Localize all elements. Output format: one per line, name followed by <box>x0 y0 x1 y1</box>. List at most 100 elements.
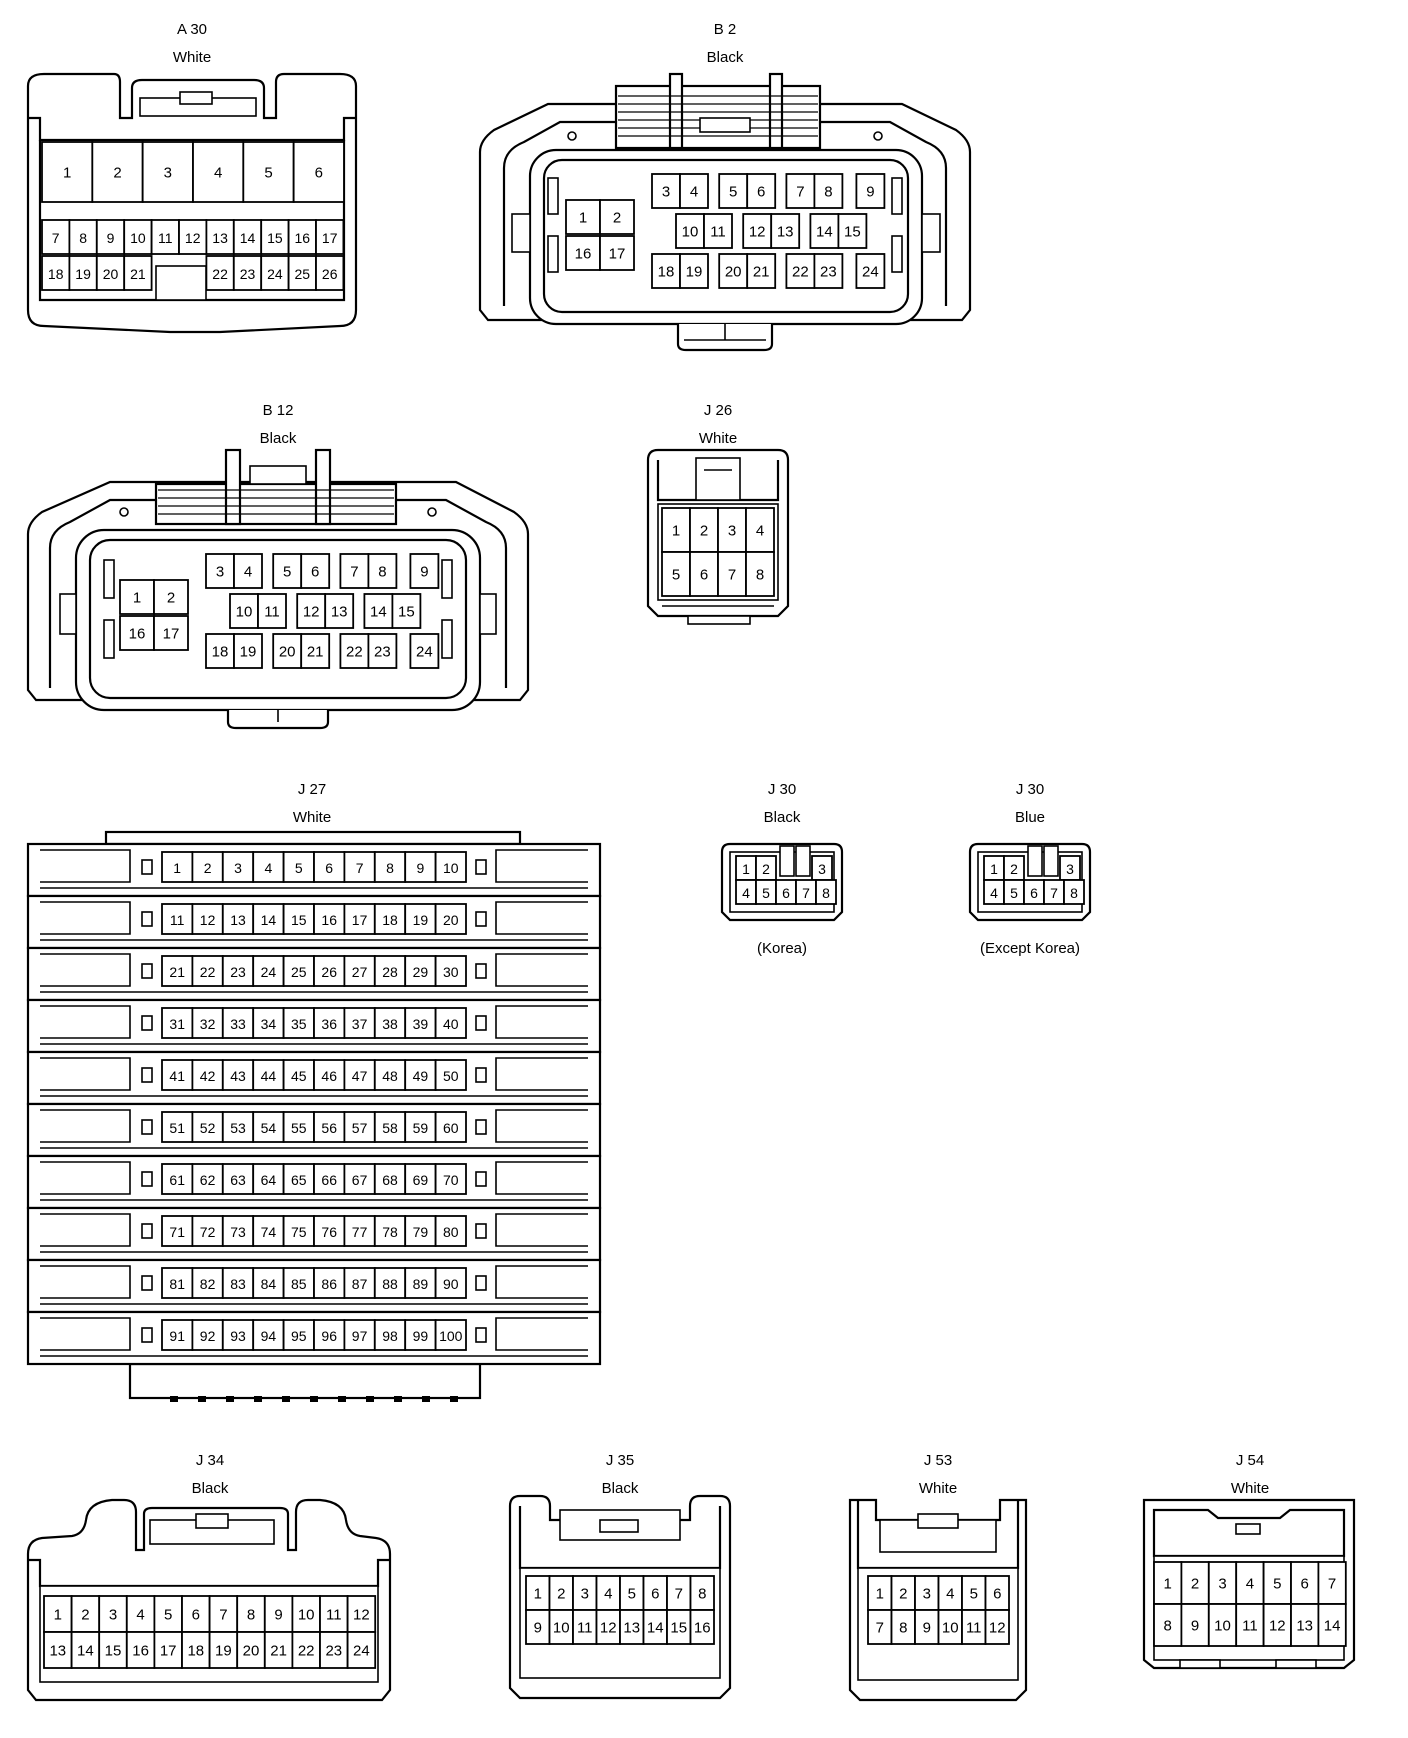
pin-label: 14 <box>77 1643 94 1660</box>
pin-label: 8 <box>386 860 394 876</box>
pin-label: 16 <box>129 626 146 643</box>
pin-cavity: 76 <box>313 1215 346 1247</box>
pin-cavity: 87 <box>343 1267 376 1299</box>
pin-cavity: 24 <box>409 633 440 669</box>
pin-cavity: 9 <box>404 851 437 883</box>
pin-label: 7 <box>796 184 804 201</box>
pin-cavity: 20 <box>718 253 749 289</box>
pin-cavity: 11 <box>1235 1603 1265 1647</box>
pin-label: 3 <box>581 1586 589 1603</box>
pin-cavity: 33 <box>221 1007 255 1039</box>
pin-label: 6 <box>993 1586 1001 1603</box>
pin-label: 12 <box>989 1620 1006 1637</box>
pin-label: 18 <box>658 264 675 281</box>
pin-label: 28 <box>382 964 398 980</box>
connector-b12-slot-left-2 <box>103 619 115 659</box>
pin-label: 88 <box>382 1276 398 1292</box>
pin-label: 20 <box>725 264 742 281</box>
pin-cavity: 11 <box>572 1609 598 1645</box>
pin-cavity: 5 <box>1262 1561 1292 1605</box>
pin-cavity: 2 <box>1003 855 1025 881</box>
pin-cavity: 13 <box>770 213 801 249</box>
pin-label: 7 <box>219 1607 227 1624</box>
connector-b12-side-key-right <box>479 593 497 635</box>
pin-cavity: 18 <box>205 633 235 669</box>
pin-cavity: 1 <box>983 855 1005 881</box>
pin-label: 74 <box>261 1224 277 1240</box>
pin-cavity: 63 <box>221 1163 255 1195</box>
connector-b12-color: Black <box>260 430 297 447</box>
pin-label: 78 <box>382 1224 398 1240</box>
pin-cavity: 46 <box>313 1059 346 1091</box>
pin-label: 1 <box>876 1586 884 1603</box>
pin-label: 35 <box>291 1016 307 1032</box>
pin-cavity: 64 <box>252 1163 285 1195</box>
connector-a30-key <box>155 265 207 301</box>
pin-label: 90 <box>443 1276 459 1292</box>
pin-cavity: 10 <box>937 1609 963 1645</box>
pin-cavity: 10 <box>675 213 705 249</box>
pin-cavity: 10 <box>548 1609 574 1645</box>
connector-b2-lock-tab <box>699 117 751 133</box>
row-key <box>475 859 487 875</box>
pin-label: 23 <box>230 964 246 980</box>
pin-cavity: 73 <box>221 1215 255 1247</box>
row-key <box>141 1067 153 1083</box>
pin-cavity: 15 <box>391 593 422 629</box>
pin-cavity: 24 <box>855 253 886 289</box>
pin-label: 7 <box>1328 1576 1336 1593</box>
pin-label: 1 <box>990 861 998 877</box>
latch-post <box>1043 845 1059 877</box>
pin-cavity: 6 <box>300 553 331 589</box>
pin-label: 17 <box>322 230 338 246</box>
pin-label: 14 <box>240 230 256 246</box>
pin-label: 2 <box>613 210 621 227</box>
pin-cavity: 21 <box>123 255 153 291</box>
pin-label: 21 <box>307 644 324 661</box>
pin-label: 23 <box>820 264 837 281</box>
pin-cavity: 10 <box>123 219 153 255</box>
pin-label: 11 <box>264 604 280 621</box>
pin-label: 5 <box>283 564 291 581</box>
rail-tooth <box>198 1396 206 1402</box>
row-key <box>141 859 153 875</box>
pin-label: 6 <box>700 567 708 584</box>
pin-cavity: 11 <box>961 1609 987 1645</box>
pin-cavity: 48 <box>373 1059 407 1091</box>
pin-cavity: 81 <box>161 1267 194 1299</box>
pin-cavity: 11 <box>703 213 733 249</box>
pin-cavity: 7 <box>41 219 71 255</box>
pin-label: 12 <box>1269 1618 1286 1635</box>
pin-label: 76 <box>321 1224 337 1240</box>
pin-cavity: 15 <box>282 903 315 935</box>
pin-label: 12 <box>353 1607 370 1624</box>
pin-label: 30 <box>443 964 459 980</box>
pin-label: 18 <box>382 912 398 928</box>
pin-cavity: 10 <box>291 1595 321 1633</box>
pin-label: 24 <box>416 644 433 661</box>
pin-cavity: 4 <box>595 1575 621 1611</box>
pin-label: 17 <box>609 246 626 263</box>
connector-b2-slot-right-2 <box>891 235 903 273</box>
pin-cavity: 96 <box>313 1319 346 1351</box>
connector-j53-latch-tab <box>917 1513 959 1529</box>
pin-label: 50 <box>443 1068 459 1084</box>
pin-label: 11 <box>966 1620 982 1637</box>
pin-cavity: 1 <box>565 199 601 235</box>
pin-label: 4 <box>604 1586 612 1603</box>
pin-label: 1 <box>1164 1576 1172 1593</box>
pin-cavity: 84 <box>252 1267 285 1299</box>
pin-label: 3 <box>234 860 242 876</box>
pin-cavity: 8 <box>1063 879 1085 905</box>
pin-cavity: 4 <box>233 553 263 589</box>
pin-cavity: 61 <box>161 1163 194 1195</box>
pin-cavity: 5 <box>661 551 691 597</box>
pin-cavity: 78 <box>373 1215 407 1247</box>
pin-cavity: 44 <box>252 1059 285 1091</box>
pin-label: 67 <box>352 1172 368 1188</box>
pin-cavity: 24 <box>252 955 285 987</box>
pin-label: 5 <box>628 1586 636 1603</box>
